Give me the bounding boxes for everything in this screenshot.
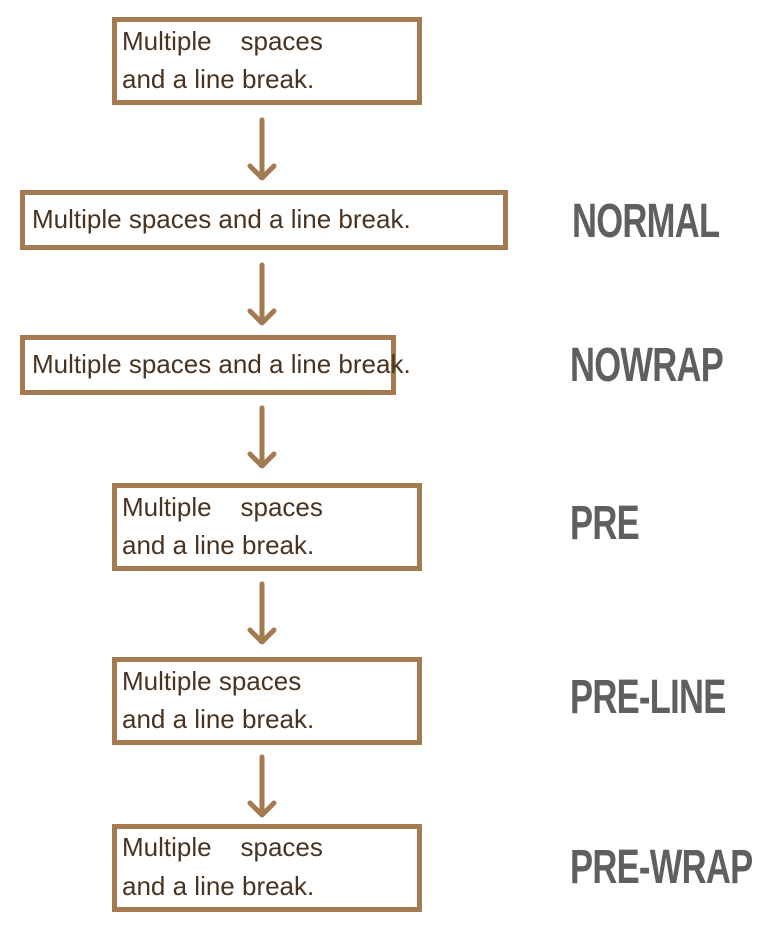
pre-text-line-1: Multiple spaces bbox=[122, 492, 323, 522]
pre-text-box bbox=[112, 483, 422, 571]
arrow-down-icon bbox=[247, 754, 277, 818]
pre-label: PRE bbox=[570, 497, 640, 550]
normal-text-line-1: Multiple spaces and a line break. bbox=[32, 204, 411, 234]
arrow-down-icon bbox=[247, 581, 277, 645]
pre-line-text-box bbox=[112, 657, 422, 745]
source-text-line-1: Multiple spaces bbox=[122, 26, 323, 56]
pre-wrap-text-line-2: and a line break. bbox=[122, 871, 315, 901]
nowrap-text-box bbox=[20, 335, 396, 395]
normal-text-box bbox=[20, 190, 508, 250]
pre-line-text-line-1: Multiple spaces bbox=[122, 666, 302, 696]
source-text-line-2: and a line break. bbox=[122, 64, 315, 94]
pre-wrap-text-line-1: Multiple spaces bbox=[122, 832, 323, 862]
nowrap-label: NOWRAP bbox=[570, 339, 724, 392]
normal-label: NORMAL bbox=[572, 195, 720, 248]
nowrap-text-line-1: Multiple spaces and a line break. bbox=[32, 349, 411, 379]
pre-text-line-2: and a line break. bbox=[122, 530, 315, 560]
arrow-down-icon bbox=[247, 262, 277, 326]
arrow-down-icon bbox=[247, 405, 277, 469]
pre-line-label: PRE-LINE bbox=[570, 671, 726, 724]
pre-line-text-line-2: and a line break. bbox=[122, 704, 315, 734]
pre-wrap-label: PRE-WRAP bbox=[570, 841, 753, 894]
source-text-box bbox=[112, 17, 422, 105]
pre-wrap-text-box bbox=[112, 824, 422, 912]
arrow-down-icon bbox=[247, 117, 277, 181]
